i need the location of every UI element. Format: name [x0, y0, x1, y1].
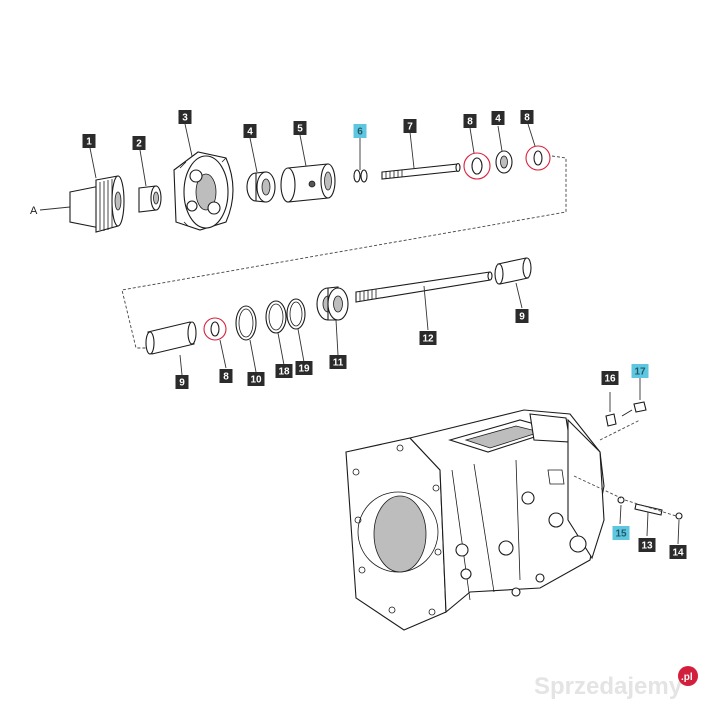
callout-tag-15: 15: [612, 526, 630, 540]
part-14-o-ring: [675, 512, 683, 520]
callout-box: [82, 134, 96, 148]
callout-box: [515, 309, 529, 323]
part-transmission-housing: [345, 409, 605, 631]
part-2-bushing: [138, 185, 162, 213]
callout-tag-11: 11: [329, 355, 347, 369]
part-4-bearing-right: [495, 150, 513, 174]
callout-box: [463, 114, 477, 128]
part-12-long-shaft: [355, 271, 493, 303]
callout-tag-16: 16: [601, 371, 619, 385]
callout-number: 1: [86, 137, 92, 148]
callout-tag-2: 2: [132, 136, 146, 150]
callout-number: 8: [467, 117, 473, 128]
callout-box: [295, 361, 313, 375]
callout-number: 9: [179, 378, 185, 389]
part-8-washer-top-right: [525, 145, 551, 171]
part-15-o-ring: [617, 496, 625, 504]
callout-number: 8: [524, 113, 530, 124]
part-1-splined-coupling: [69, 175, 125, 233]
callout-number: 4: [247, 127, 253, 138]
callout-number: 14: [672, 548, 684, 559]
part-17-bolt: [621, 401, 647, 417]
callout-number: 5: [297, 124, 303, 135]
callout-box: [601, 371, 619, 385]
part-9-sleeve-right: [494, 257, 532, 285]
callout-box: [247, 372, 265, 386]
callout-tag-5: 5: [293, 121, 307, 135]
part-16-nut: [605, 413, 617, 427]
part-19-snap-ring: [286, 298, 306, 330]
callout-number: 6: [357, 127, 363, 138]
watermark-text: Sprzedajemy: [534, 673, 683, 700]
callout-number: 11: [333, 358, 344, 369]
callout-box: [403, 119, 417, 133]
callout-tag-8: 8: [520, 110, 534, 124]
part-5-sleeve: [280, 163, 336, 203]
part-7-shaft: [381, 162, 461, 180]
callout-box: [243, 124, 257, 138]
callout-tag-12: 12: [419, 331, 437, 345]
callout-box: [631, 364, 649, 378]
callout-tag-8: 8: [463, 114, 477, 128]
callout-box: [353, 124, 367, 138]
callout-number: 19: [298, 364, 310, 375]
callout-tag-13: 13: [638, 538, 656, 552]
callout-box: [612, 526, 630, 540]
part-10-snap-ring: [235, 305, 257, 341]
callout-box: [175, 375, 189, 389]
callout-number: 4: [495, 114, 501, 125]
watermark-badge: [678, 666, 698, 686]
callout-tag-19: 19: [295, 361, 313, 375]
callout-tag-8: 8: [219, 369, 233, 383]
callout-number: 17: [634, 367, 646, 378]
callout-box: [219, 369, 233, 383]
callout-tag-18: 18: [275, 364, 293, 378]
reference-label-a: A: [30, 205, 38, 217]
callout-box: [275, 364, 293, 378]
callout-box: [520, 110, 534, 124]
callout-number: 18: [278, 367, 290, 378]
part-8-washer-top-left: [463, 152, 491, 180]
part-11-bearing: [316, 286, 349, 321]
callout-box: [132, 136, 146, 150]
part-4-bearing: [246, 171, 276, 203]
callout-box: [178, 110, 192, 124]
part-8-washer-middle: [203, 317, 227, 341]
callout-tag-9: 9: [515, 309, 529, 323]
callout-number: 13: [641, 541, 653, 552]
callout-tag-9: 9: [175, 375, 189, 389]
callout-number: 9: [519, 312, 525, 323]
callout-number: 16: [604, 374, 616, 385]
part-6-snap-rings: [353, 169, 368, 183]
callout-tag-4: 4: [491, 111, 505, 125]
callout-number: 3: [182, 113, 188, 124]
callout-box: [491, 111, 505, 125]
callout-box: [669, 545, 687, 559]
callout-number: 8: [223, 372, 229, 383]
callout-box: [329, 355, 347, 369]
callout-tag-7: 7: [403, 119, 417, 133]
callout-number: 2: [136, 139, 142, 150]
callout-box: [638, 538, 656, 552]
callout-number: 15: [615, 529, 627, 540]
callout-number: 7: [407, 122, 413, 133]
callout-number: 10: [250, 375, 262, 386]
part-18-snap-ring: [265, 300, 287, 334]
callout-tag-17: 17: [631, 364, 649, 378]
watermark-suffix: .pl: [681, 672, 693, 683]
callout-tag-3: 3: [178, 110, 192, 124]
callout-tag-4: 4: [243, 124, 257, 138]
part-13-pin: [634, 503, 663, 516]
callout-tag-1: 1: [82, 134, 96, 148]
callout-tag-6: 6: [353, 124, 367, 138]
callout-box: [419, 331, 437, 345]
callout-tag-14: 14: [669, 545, 687, 559]
part-9-sleeve-left: [145, 321, 197, 355]
part-3-planetary-carrier: [173, 151, 234, 231]
watermark: Sprzedajemy .pl: [534, 666, 698, 700]
callout-box: [293, 121, 307, 135]
callout-number: 12: [422, 334, 434, 345]
callout-tag-10: 10: [247, 372, 265, 386]
